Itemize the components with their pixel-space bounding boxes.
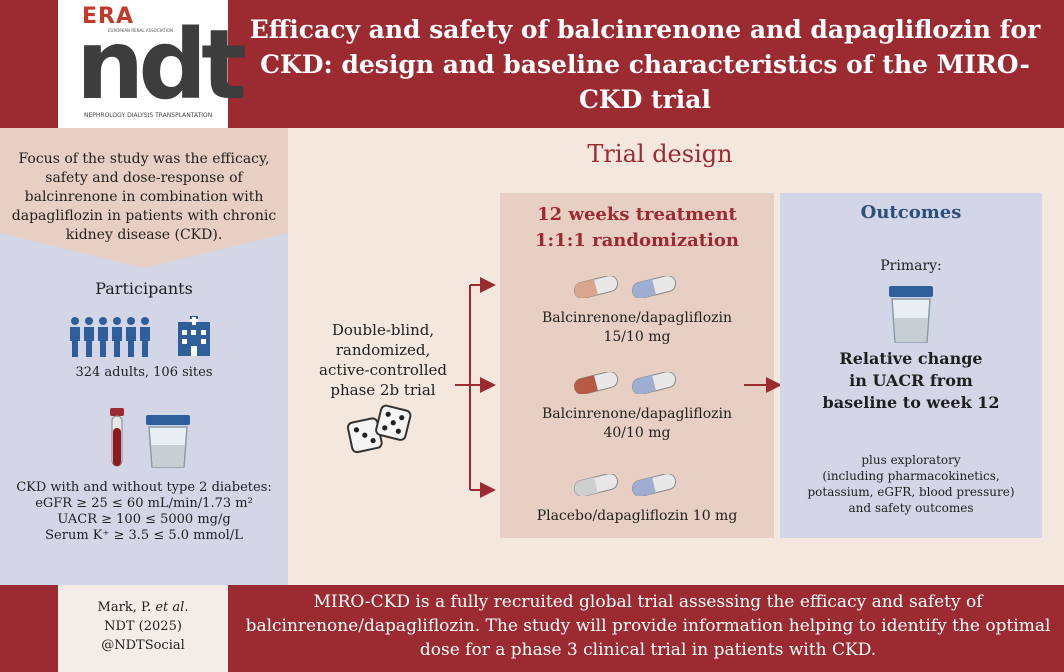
pill-icon — [573, 276, 619, 298]
exploratory-outcomes-text: plus exploratory (including pharmacokine… — [780, 452, 1042, 516]
design-line: Double-blind, — [331, 321, 435, 339]
trial-design-description: Double-blind, randomized, active-control… — [308, 320, 458, 400]
arm-line: 15/10 mg — [603, 329, 671, 345]
participants-count: 324 adults, 106 sites — [75, 365, 213, 380]
participants-heading: Participants — [95, 279, 193, 298]
page-title: Efficacy and safety of balcinrenone and … — [249, 15, 1041, 114]
arm-line: Balcinrenone/dapagliflozin — [541, 406, 733, 422]
outcomes-heading: Outcomes — [860, 202, 962, 223]
treatment-heading-line: 12 weeks treatment — [537, 204, 737, 225]
citation-author: Mark, P. — [97, 600, 152, 615]
pill-icon — [631, 474, 677, 496]
arm-line: Balcinrenone/dapagliflozin — [541, 310, 733, 326]
treatment-arm-1: Balcinrenone/dapagliflozin 15/10 mg — [500, 309, 774, 347]
citation-etal: et al. — [155, 600, 189, 615]
urine-cup-icon — [889, 286, 933, 343]
exploratory-line: and safety outcomes — [848, 501, 974, 515]
logo-era-text: ERA — [82, 4, 134, 29]
logo-era-subtitle: EUROPEAN RENAL ASSOCIATION — [108, 28, 173, 33]
blood-tube-icon — [110, 408, 124, 467]
ndt-logo: ndt ERA EUROPEAN RENAL ASSOCIATION NEPHR… — [58, 0, 247, 128]
conclusion-text: MIRO-CKD is a fully recruited global tri… — [245, 592, 1051, 660]
exploratory-line: plus exploratory — [861, 453, 961, 467]
dice-icon — [346, 404, 412, 454]
inclusion-criteria: CKD with and without type 2 diabetes: eG… — [0, 480, 288, 544]
treatment-heading-line: 1:1:1 randomization — [535, 230, 739, 251]
people-icon — [70, 317, 150, 357]
criteria-line: UACR ≥ 100 ≤ 5000 mg/g — [57, 512, 231, 527]
outcomes-panel — [780, 193, 1042, 538]
pill-icon — [631, 372, 677, 394]
primary-outcome-text: Relative change in UACR from baseline to… — [780, 348, 1042, 414]
treatment-heading: 12 weeks treatment 1:1:1 randomization — [500, 202, 774, 254]
criteria-line: CKD with and without type 2 diabetes: — [16, 480, 272, 495]
primary-outcome-line: Relative change — [839, 349, 983, 368]
hospital-icon — [178, 316, 210, 356]
study-focus-text: Focus of the study was the efficacy, saf… — [11, 151, 277, 243]
trial-design-heading: Trial design — [587, 140, 733, 168]
citation-author-line: Mark, P. et al. — [58, 598, 228, 617]
design-line: randomized, — [335, 341, 431, 359]
pill-half — [574, 477, 598, 496]
pill-half — [632, 279, 656, 298]
citation-panel — [58, 585, 228, 672]
pill-half — [574, 375, 598, 394]
criteria-line: Serum K⁺ ≥ 3.5 ≤ 5.0 mmol/L — [45, 528, 243, 543]
exploratory-line: (including pharmacokinetics, — [822, 469, 1000, 483]
pill-icon — [573, 474, 619, 496]
criteria-line: eGFR ≥ 25 ≤ 60 mL/min/1.73 m² — [35, 496, 253, 511]
citation-social: @NDTSocial — [101, 638, 185, 653]
primary-outcome-label: Primary: — [880, 258, 942, 274]
arm-line: 40/10 mg — [603, 425, 671, 441]
primary-outcome-line: in UACR from — [849, 371, 973, 390]
exploratory-line: potassium, eGFR, blood pressure) — [807, 485, 1015, 499]
citation-journal: NDT (2025) — [104, 619, 182, 634]
citation: Mark, P. et al. NDT (2025) @NDTSocial — [58, 598, 228, 655]
design-line: active-controlled — [319, 361, 447, 379]
pill-half — [632, 375, 656, 394]
pill-half — [574, 279, 598, 298]
pill-icon — [631, 276, 677, 298]
logo-ndt-text: ndt — [76, 9, 247, 121]
primary-outcome-line: baseline to week 12 — [822, 393, 1000, 412]
urine-cup-icon — [146, 415, 190, 468]
design-line: phase 2b trial — [330, 381, 436, 399]
focus-callout-shape — [0, 128, 288, 268]
pill-icon — [573, 372, 619, 394]
arm-line: Placebo/dapagliflozin 10 mg — [536, 508, 738, 524]
treatment-panel — [500, 193, 774, 538]
logo-subtitle: NEPHROLOGY DIALYSIS TRANSPLANTATION — [84, 112, 213, 119]
treatment-arm-3: Placebo/dapagliflozin 10 mg — [500, 507, 774, 526]
treatment-arm-2: Balcinrenone/dapagliflozin 40/10 mg — [500, 405, 774, 443]
pill-half — [632, 477, 656, 496]
